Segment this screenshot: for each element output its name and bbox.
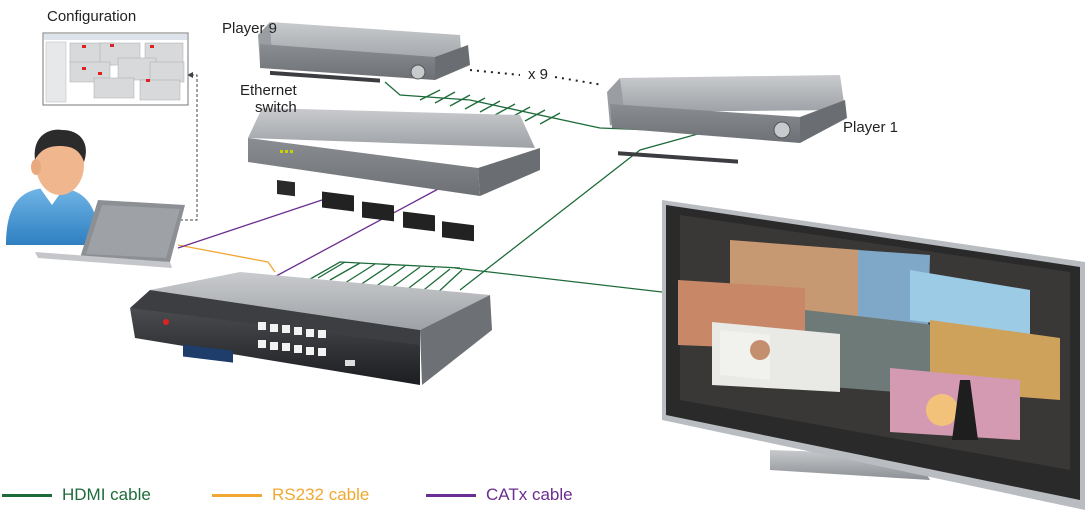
player-9-label: Player 9 (222, 20, 278, 37)
configuration-label: Configuration (47, 8, 137, 25)
legend-rs232-label: RS232 cable (272, 485, 370, 504)
rs232-cable (177, 244, 276, 273)
matrix-switcher-device[interactable] (130, 272, 492, 385)
legend-rs232: RS232 cable (212, 483, 369, 507)
player-9-device[interactable] (258, 22, 470, 83)
laptop-icon[interactable] (35, 200, 185, 268)
ethernet-switch-device[interactable] (248, 108, 540, 242)
ethernet-switch-label-line1: Ethernet (240, 82, 297, 99)
legend-catx-swatch (426, 493, 476, 497)
multiplier-label: x 9 (528, 66, 549, 83)
legend-hdmi-swatch (2, 493, 52, 497)
catx-cables (177, 187, 441, 283)
ethernet-switch-label-line2: switch (255, 99, 297, 116)
hdmi-cables (304, 81, 706, 296)
legend-hdmi: HDMI cable (2, 483, 151, 507)
video-wall-display (662, 200, 1085, 510)
legend-rs232-swatch (212, 493, 262, 497)
player-1-label: Player 1 (843, 119, 899, 136)
legend-hdmi-label: HDMI cable (62, 485, 151, 504)
user-icon (6, 129, 100, 245)
legend-catx: CATx cable (426, 483, 573, 507)
player-1-device[interactable] (607, 75, 847, 164)
configuration-window[interactable] (42, 32, 189, 106)
legend-catx-label: CATx cable (486, 485, 573, 504)
